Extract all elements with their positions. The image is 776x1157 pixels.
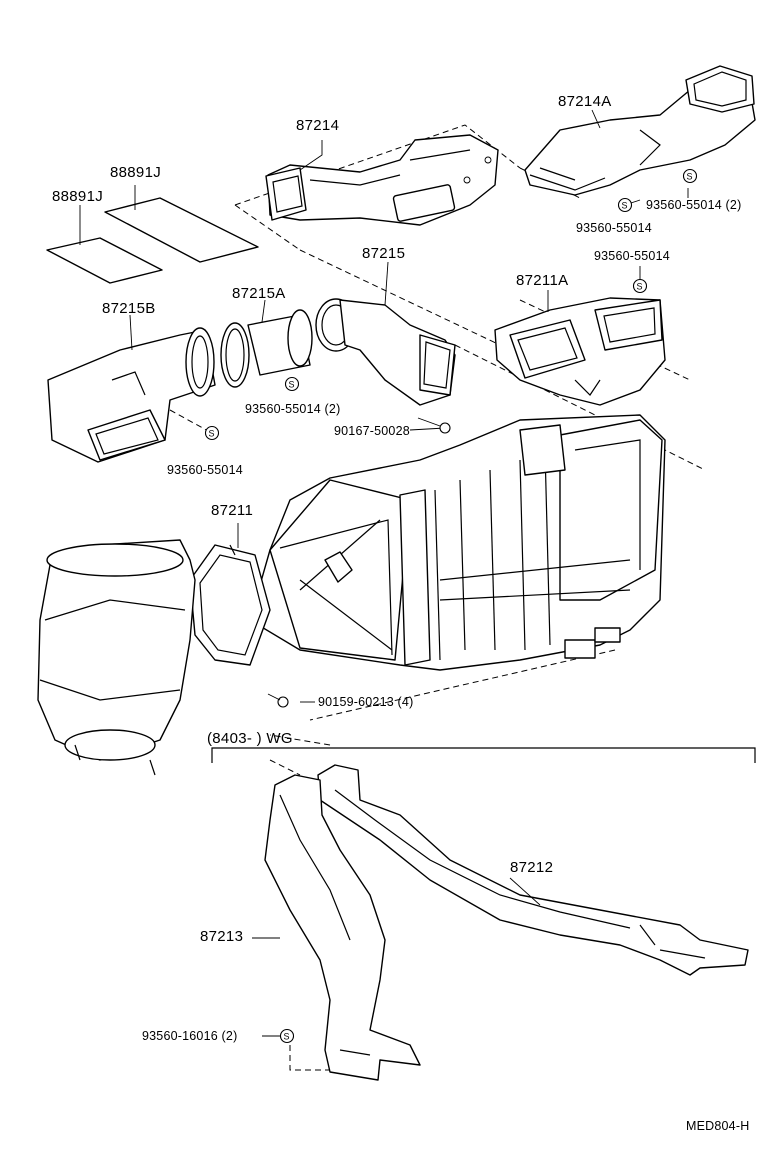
drawing-code: MED804-H xyxy=(686,1119,750,1133)
s-mark-2: S xyxy=(617,197,633,213)
s-mark-1: S xyxy=(682,168,698,184)
label-88891J-upper: 88891J xyxy=(110,164,162,181)
label-87214: 87214 xyxy=(296,117,340,134)
blower-housing xyxy=(37,539,196,776)
svg-text:S: S xyxy=(637,282,643,292)
label-87212: 87212 xyxy=(510,859,554,876)
duct-87213 xyxy=(264,774,421,1081)
label-93560-55014-2-top: 93560-55014 (2) xyxy=(646,198,742,212)
label-87215B: 87215B xyxy=(102,300,156,317)
label-93560-16016: 93560-16016 (2) xyxy=(142,1029,238,1043)
s-mark-6: S xyxy=(279,1028,295,1044)
label-87211: 87211 xyxy=(211,502,254,519)
label-87213: 87213 xyxy=(200,928,244,945)
s-mark-4: S xyxy=(284,376,300,392)
s-mark-5: S xyxy=(204,425,220,441)
svg-text:S: S xyxy=(622,201,628,211)
wg-bracket xyxy=(211,747,756,763)
duct-87212 xyxy=(317,764,749,976)
duct-87214 xyxy=(265,134,499,226)
duct-87211A xyxy=(494,297,666,406)
screws xyxy=(267,417,451,708)
sleeve-87215A xyxy=(220,309,313,388)
filter-sheets-88891J xyxy=(46,197,259,284)
svg-text:S: S xyxy=(687,172,693,182)
s-marks: S S S S S S xyxy=(204,168,698,1044)
duct-87215B xyxy=(47,327,216,463)
s-mark-3: S xyxy=(632,278,648,294)
svg-text:S: S xyxy=(209,429,215,439)
duct-87215 xyxy=(315,298,456,406)
label-87215: 87215 xyxy=(362,245,406,262)
label-90167-50028: 90167-50028 xyxy=(334,424,410,438)
frame-87211 xyxy=(189,544,271,666)
label-87214A: 87214A xyxy=(558,93,612,110)
svg-text:S: S xyxy=(284,1032,290,1042)
label-93560-55014-top: 93560-55014 xyxy=(576,221,652,235)
leader-lines xyxy=(79,109,689,1037)
svg-text:S: S xyxy=(289,380,295,390)
label-93560-55014-right: 93560-55014 xyxy=(594,249,670,263)
label-87215A: 87215A xyxy=(232,285,286,302)
label-88891J-lower: 88891J xyxy=(52,188,104,205)
label-wg-range: (8403- ) WG xyxy=(207,730,293,747)
label-87211A: 87211A xyxy=(516,272,569,289)
label-90159-60213: 90159-60213 (4) xyxy=(318,695,414,709)
label-93560-55014-2-mid: 93560-55014 (2) xyxy=(245,402,341,416)
label-93560-55014-left: 93560-55014 xyxy=(167,463,243,477)
duct-87214A xyxy=(524,65,756,196)
heater-unit-assembly xyxy=(249,414,666,671)
